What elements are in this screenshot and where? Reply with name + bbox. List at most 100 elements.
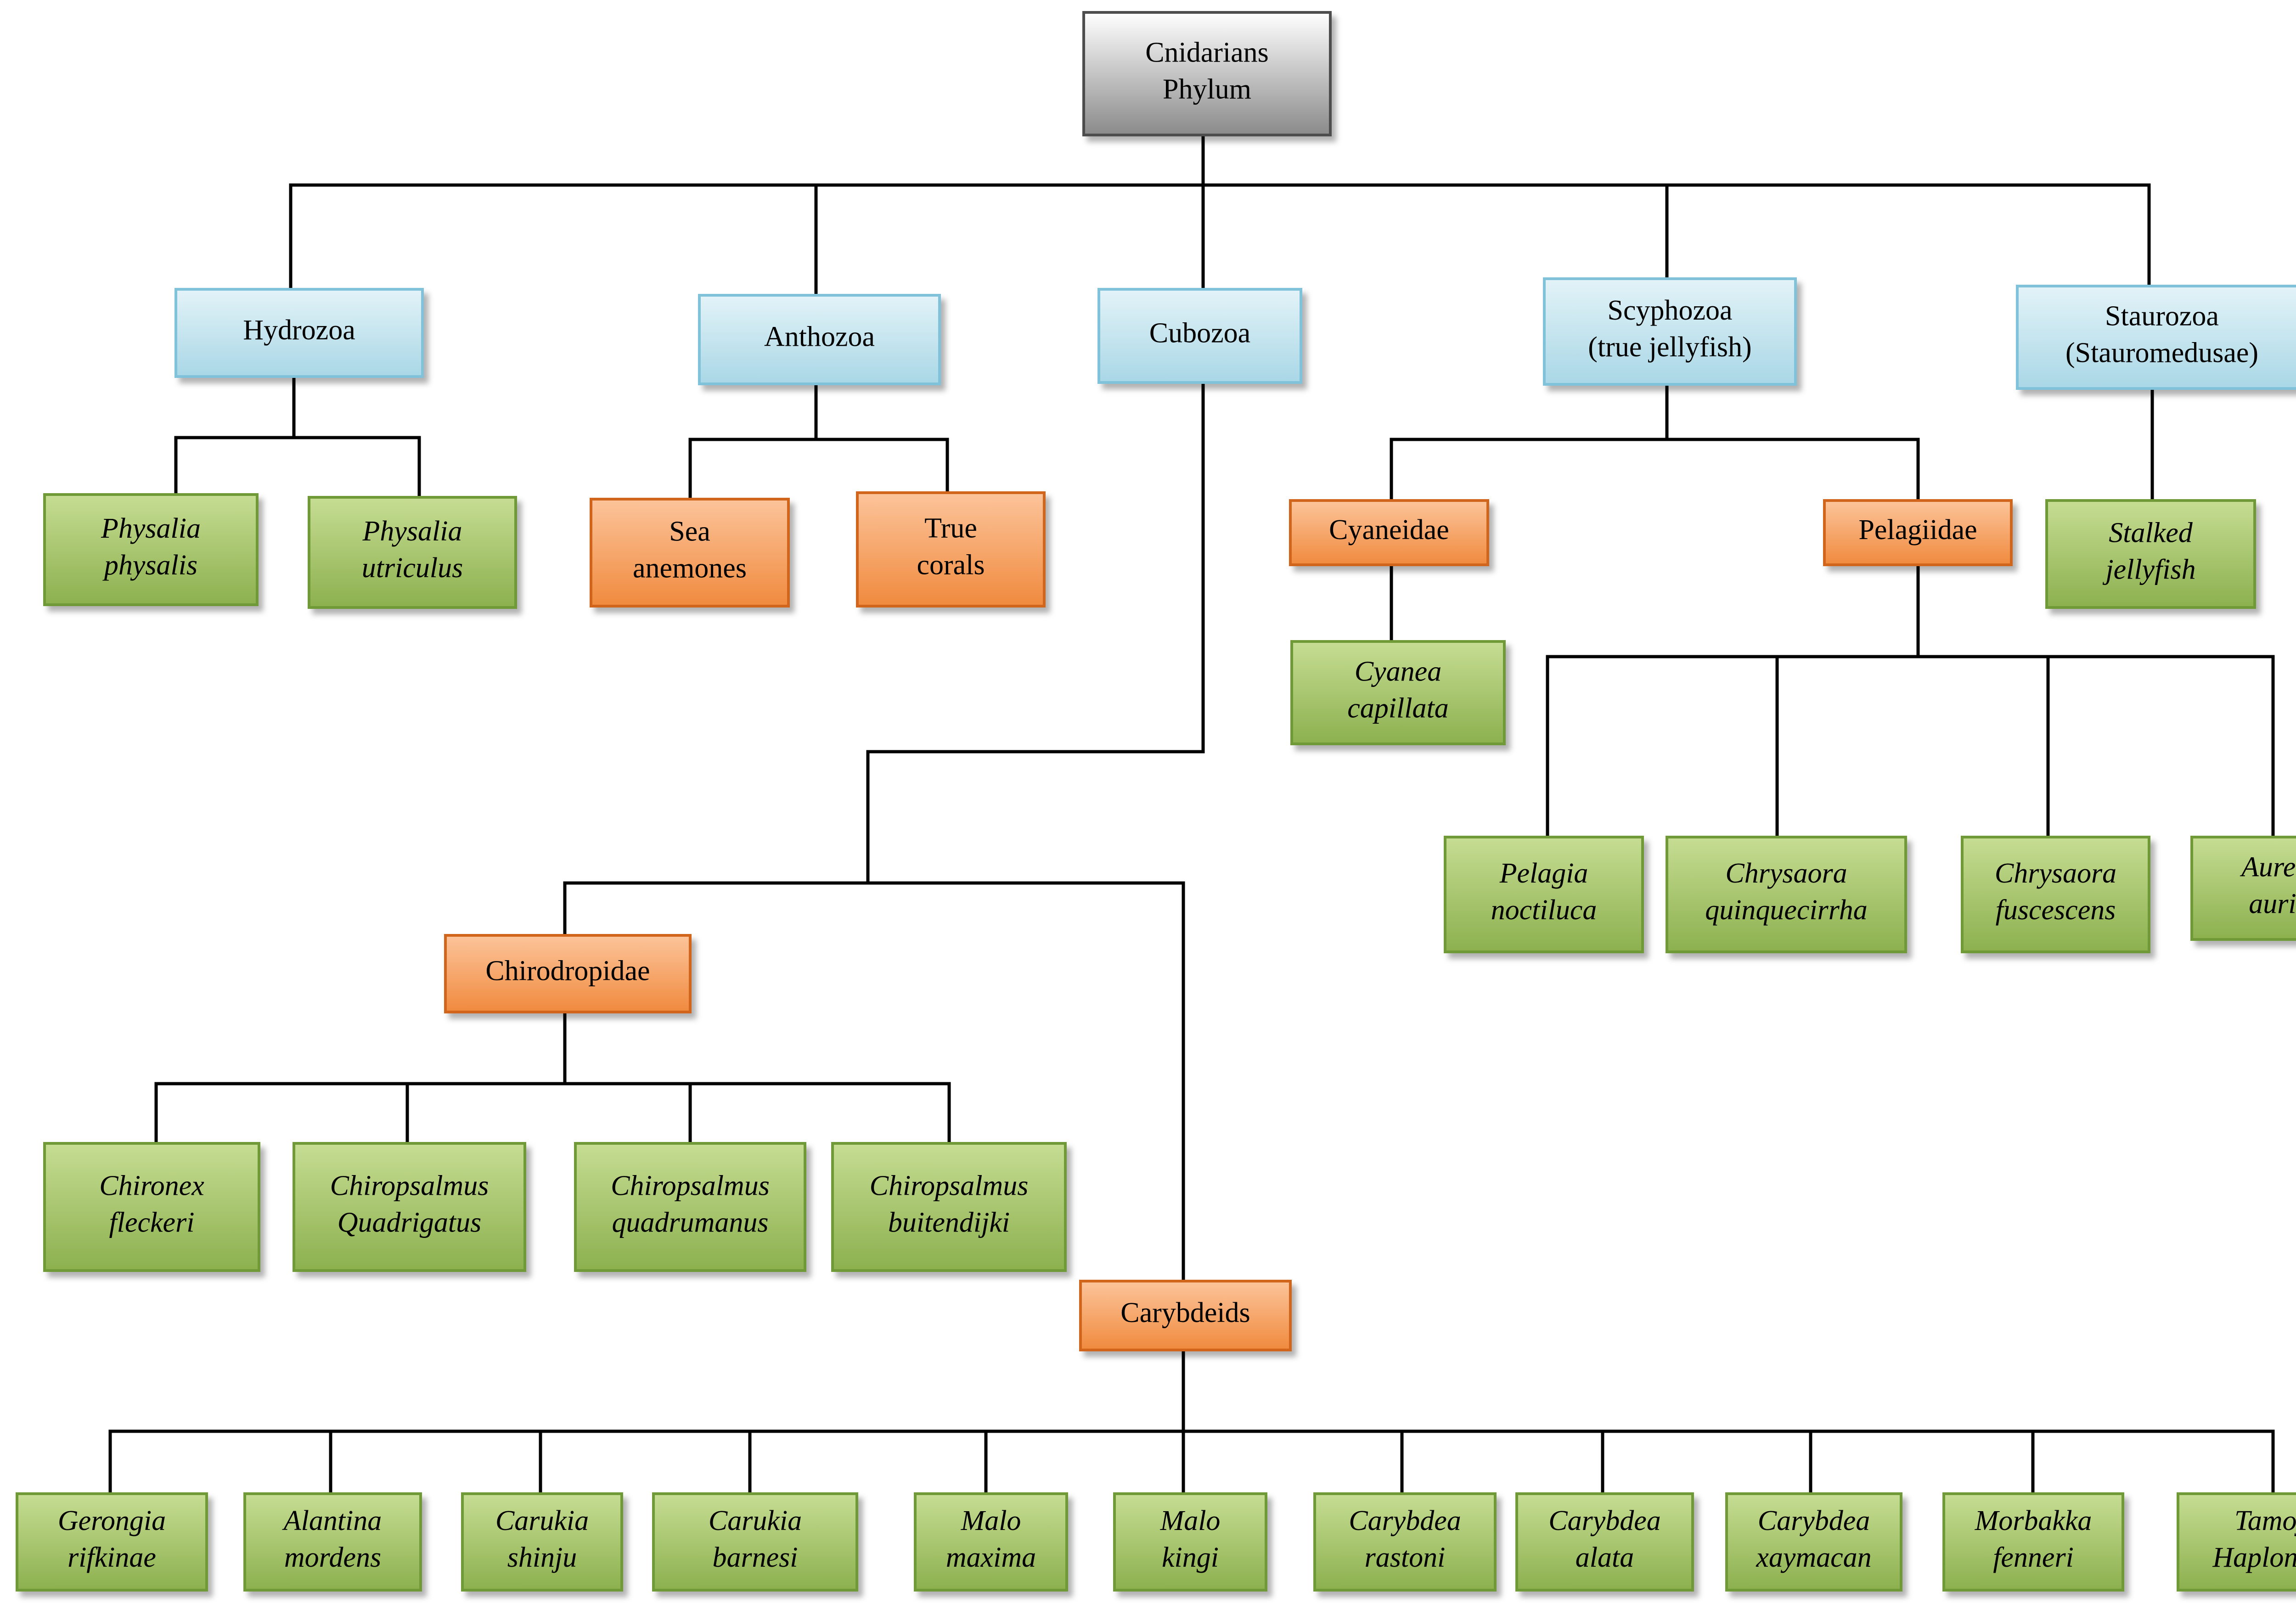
node-box-carybdea-rastoni bbox=[1313, 1492, 1497, 1592]
node-label-morbakka-fenneri-line-2: fenneri bbox=[1993, 1542, 2074, 1573]
tree-connectors bbox=[108, 133, 2275, 1494]
node-label-carybdea-rastoni-line-2: rastoni bbox=[1365, 1542, 1446, 1573]
node-box-gerongia-rifkinae bbox=[16, 1492, 208, 1592]
node-label-tamoya-haplonema-line-1: Tamoya bbox=[2234, 1505, 2296, 1536]
node-box-malo-kingi bbox=[1113, 1492, 1267, 1592]
node-label-carybdea-xaymacan-line-1: Carybdea bbox=[1758, 1505, 1870, 1536]
node-label-chiropsalmus-quadrigatus-line-2: Quadrigatus bbox=[338, 1207, 481, 1238]
node-label-malo-kingi-line-1: Malo bbox=[1160, 1505, 1221, 1536]
node-label-malo-kingi-line-2: kingi bbox=[1162, 1542, 1219, 1573]
node-label-pelagia-noctiluca-line-1: Pelagia bbox=[1499, 858, 1588, 889]
node-label-cyaneidae-line-1: Cyaneidae bbox=[1329, 514, 1449, 546]
node-label-carybdea-alata-line-1: Carybdea bbox=[1548, 1505, 1661, 1536]
node-hydrozoa: Hydrozoa bbox=[174, 288, 424, 378]
node-label-carukia-barnesi-line-2: barnesi bbox=[713, 1542, 798, 1573]
node-box-chironex-fleckeri bbox=[43, 1142, 260, 1272]
node-box-true-corals bbox=[856, 491, 1046, 607]
node-label-root-line-1: Cnidarians bbox=[1145, 37, 1269, 68]
node-box-pelagiidae bbox=[1823, 499, 2013, 566]
node-label-cubozoa-line-1: Cubozoa bbox=[1149, 318, 1250, 349]
node-label-scyphozoa-line-1: Scyphozoa bbox=[1607, 295, 1732, 326]
node-aurelia-aurita: Aureliaaurita bbox=[2190, 836, 2296, 941]
node-label-alantina-mordens-line-2: mordens bbox=[284, 1542, 381, 1573]
node-label-pelagia-noctiluca-line-2: noctiluca bbox=[1491, 894, 1597, 926]
node-box-morbakka-fenneri bbox=[1942, 1492, 2124, 1592]
node-box-carukia-barnesi bbox=[652, 1492, 858, 1592]
connector-cubozoa bbox=[563, 382, 1205, 1282]
node-label-sea-anemones-line-2: anemones bbox=[633, 553, 747, 584]
node-box-carybdeids bbox=[1079, 1280, 1292, 1351]
node-box-chirodropidae bbox=[444, 934, 692, 1013]
node-physalia-utriculus: Physalia utriculus bbox=[308, 496, 517, 609]
connector-chirodropidae bbox=[154, 1010, 951, 1144]
node-scyphozoa: Scyphozoa (true jellyfish) bbox=[1543, 277, 1797, 386]
node-label-chirodropidae-line-1: Chirodropidae bbox=[485, 956, 650, 987]
node-box-cyaneidae bbox=[1289, 499, 1489, 566]
node-label-anthozoa-line-1: Anthozoa bbox=[764, 321, 875, 353]
node-label-gerongia-rifkinae-line-2: rifkinae bbox=[68, 1542, 156, 1573]
node-box-chiropsalmus-quadrigatus bbox=[293, 1142, 526, 1272]
node-malo-kingi: Malo kingi bbox=[1113, 1492, 1267, 1592]
connector-root-to-classes bbox=[289, 133, 2151, 296]
node-carukia-shinju: Carukia shinju bbox=[461, 1492, 623, 1592]
node-box-staurozoa bbox=[2016, 285, 2296, 390]
node-label-chrysaora-fuscescens-line-1: Chrysaora bbox=[1995, 858, 2116, 889]
node-label-scyphozoa-line-2: (true jellyfish) bbox=[1588, 332, 1751, 363]
node-box-anthozoa bbox=[698, 294, 941, 385]
node-box-pelagia-noctiluca bbox=[1444, 836, 1644, 953]
node-label-physalia-utriculus-line-1: Physalia bbox=[362, 516, 462, 547]
node-label-physalia-utriculus-line-2: utriculus bbox=[362, 552, 463, 584]
node-label-stalked-jellyfish-line-2: jellyfish bbox=[2102, 554, 2195, 585]
node-label-chrysaora-fuscescens-line-2: fuscescens bbox=[1996, 894, 2116, 926]
node-box-chrysaora-quinquecirrha bbox=[1666, 836, 1907, 953]
node-box-hydrozoa bbox=[174, 288, 424, 378]
node-cyanea-capillata: Cyanea capillata bbox=[1290, 640, 1506, 745]
node-label-tamoya-haplonema-line-2: Haplonema bbox=[2212, 1542, 2296, 1573]
node-label-carukia-shinju-line-1: Carukia bbox=[495, 1505, 589, 1536]
node-malo-maxima: Malo maxima bbox=[914, 1492, 1068, 1592]
node-cyaneidae: Cyaneidae bbox=[1289, 499, 1489, 566]
node-box-physalia-physalis bbox=[43, 493, 259, 606]
node-label-root-line-2: Phylum bbox=[1163, 74, 1251, 105]
node-pelagia-noctiluca: Pelagia noctiluca bbox=[1444, 836, 1644, 953]
node-anthozoa: Anthozoa bbox=[698, 294, 941, 385]
node-box-alantina-mordens bbox=[243, 1492, 422, 1592]
node-label-carukia-shinju-line-2: shinju bbox=[507, 1542, 577, 1573]
node-label-carybdea-xaymacan-line-2: xaymacan bbox=[1756, 1542, 1871, 1573]
node-pelagiidae: Pelagiidae bbox=[1823, 499, 2013, 566]
node-box-stalked-jellyfish bbox=[2045, 499, 2256, 609]
node-label-carybdea-rastoni-line-1: Carybdea bbox=[1349, 1505, 1461, 1536]
node-label-chiropsalmus-quadrigatus-line-1: Chiropsalmus bbox=[330, 1170, 489, 1202]
node-label-staurozoa-line-1: Staurozoa bbox=[2105, 301, 2219, 332]
node-label-cyanea-capillata-line-2: capillata bbox=[1347, 693, 1448, 724]
node-label-malo-maxima-line-1: Malo bbox=[961, 1505, 1021, 1536]
node-label-malo-maxima-line-2: maxima bbox=[946, 1542, 1036, 1573]
node-label-physalia-physalis-line-2: physalis bbox=[102, 550, 197, 581]
node-box-chiropsalmus-quadrumanus bbox=[574, 1142, 806, 1272]
node-label-chironex-fleckeri-line-1: Chironex bbox=[99, 1170, 204, 1202]
node-label-sea-anemones-line-1: Sea bbox=[669, 516, 710, 547]
node-sea-anemones: Sea anemones bbox=[590, 498, 790, 607]
node-label-cyanea-capillata-line-1: Cyanea bbox=[1355, 656, 1441, 687]
node-label-chrysaora-quinquecirrha-line-1: Chrysaora bbox=[1725, 858, 1847, 889]
node-tamoya-haplonema: TamoyaHaplonema bbox=[2177, 1492, 2296, 1592]
node-label-pelagiidae-line-1: Pelagiidae bbox=[1858, 514, 1977, 546]
node-carybdea-rastoni: Carybdea rastoni bbox=[1313, 1492, 1497, 1592]
node-box-chiropsalmus-buitendijki bbox=[831, 1142, 1067, 1272]
node-label-true-corals-line-1: True bbox=[924, 513, 977, 544]
node-box-aurelia-aurita bbox=[2190, 836, 2296, 941]
node-box-sea-anemones bbox=[590, 498, 790, 607]
node-box-cubozoa bbox=[1097, 288, 1302, 384]
node-label-chiropsalmus-buitendijki-line-1: Chiropsalmus bbox=[870, 1170, 1029, 1202]
node-chirodropidae: Chirodropidae bbox=[444, 934, 692, 1013]
node-box-scyphozoa bbox=[1543, 277, 1797, 386]
connector-pelagiidae bbox=[1546, 563, 2275, 838]
